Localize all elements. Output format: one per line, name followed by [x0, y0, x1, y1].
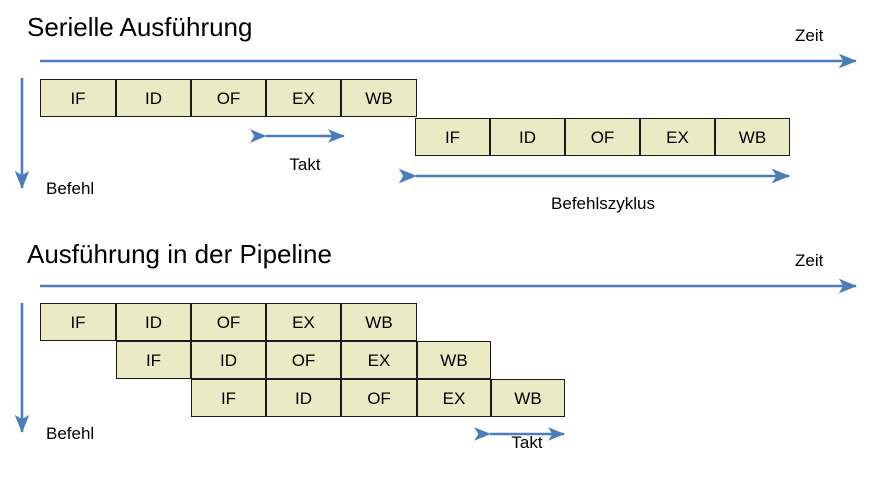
pipeline-row1-cell-wb: WB — [341, 303, 417, 341]
serial-section-title: Serielle Ausführung — [27, 12, 253, 42]
pipeline-row2-cell-of: OF — [266, 341, 341, 379]
pipeline-takt-label: Takt — [511, 433, 543, 452]
pipeline-row3-cell-if: IF — [191, 379, 266, 417]
serial-row1-cell-wb: WB — [341, 79, 417, 117]
serial-row2-cell-if: IF — [415, 118, 490, 156]
serial-row1-cell-id: ID — [116, 79, 191, 117]
pipeline-row1-cell-id: ID — [116, 303, 191, 341]
pipeline-row2-cell-wb: WB — [417, 341, 491, 379]
serial-zeit-label: Zeit — [795, 26, 824, 45]
serial-takt-label: Takt — [289, 155, 321, 174]
pipeline-befehl-label: Befehl — [46, 424, 95, 443]
pipeline-row3-cell-of: OF — [341, 379, 417, 417]
pipeline-section-title: Ausführung in der Pipeline — [27, 239, 332, 269]
serial-row1-cell-ex: EX — [266, 79, 341, 117]
pipeline-zeit-label: Zeit — [795, 251, 824, 270]
pipeline-row1-cell-of: OF — [191, 303, 266, 341]
serial-row1-cell-of: OF — [191, 79, 266, 117]
serial-row1-cell-if: IF — [40, 79, 116, 117]
pipeline-row1-cell-if: IF — [40, 303, 116, 341]
pipeline-row1-cell-ex: EX — [266, 303, 341, 341]
pipeline-row2-cell-if: IF — [116, 341, 191, 379]
pipeline-row2-cell-id: ID — [191, 341, 266, 379]
pipeline-row3-cell-ex: EX — [417, 379, 491, 417]
serial-befehl-label: Befehl — [46, 179, 95, 198]
serial-befehlszyklus-label: Befehlszyklus — [551, 194, 655, 213]
pipeline-row3-cell-id: ID — [266, 379, 341, 417]
serial-row2-cell-of: OF — [565, 118, 640, 156]
serial-row2-cell-ex: EX — [640, 118, 715, 156]
pipeline-row2-cell-ex: EX — [341, 341, 417, 379]
serial-row2-cell-wb: WB — [715, 118, 790, 156]
pipeline-row3-cell-wb: WB — [491, 379, 565, 417]
serial-row2-cell-id: ID — [490, 118, 565, 156]
